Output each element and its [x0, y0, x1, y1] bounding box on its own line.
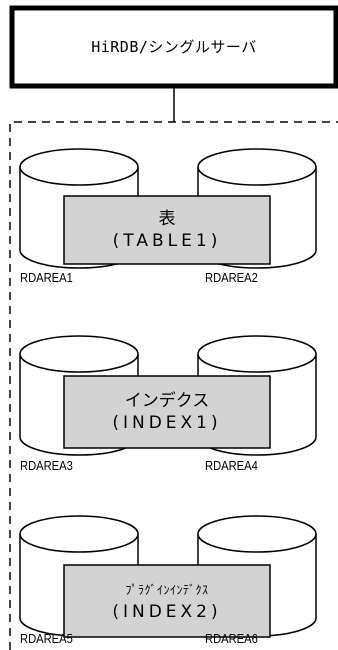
group-index1 — [19, 335, 317, 456]
rdarea6-label: RDAREA6 — [205, 631, 258, 646]
rdarea1-label: RDAREA1 — [20, 270, 73, 285]
table1-box — [63, 195, 271, 265]
server-title: HiRDB/シングルサーバ — [91, 37, 257, 56]
index2-name: ﾌﾟﾗｸﾞｲﾝｲﾝﾃﾞｸｽ — [125, 583, 209, 597]
group-index2 — [19, 515, 317, 638]
index1-label: インデクス (INDEX1) — [64, 376, 270, 448]
server-region-border — [9, 121, 338, 650]
table1-label: 表 (TABLE1) — [64, 196, 270, 264]
index1-box — [63, 375, 271, 449]
rdarea4-label: RDAREA4 — [205, 458, 258, 473]
index1-id: (INDEX1) — [112, 413, 222, 433]
group-table1 — [19, 148, 317, 269]
index1-name: インデクス — [124, 391, 210, 411]
index2-id: (INDEX2) — [112, 602, 222, 622]
table1-name: 表 — [158, 209, 176, 229]
rdarea2-label: RDAREA2 — [205, 270, 258, 285]
index2-label: ﾌﾟﾗｸﾞｲﾝｲﾝﾃﾞｸｽ (INDEX2) — [64, 565, 270, 637]
rdarea3-label: RDAREA3 — [20, 458, 73, 473]
rdarea5-label: RDAREA5 — [20, 631, 73, 646]
index2-box — [63, 564, 271, 638]
table1-id: (TABLE1) — [112, 231, 222, 251]
